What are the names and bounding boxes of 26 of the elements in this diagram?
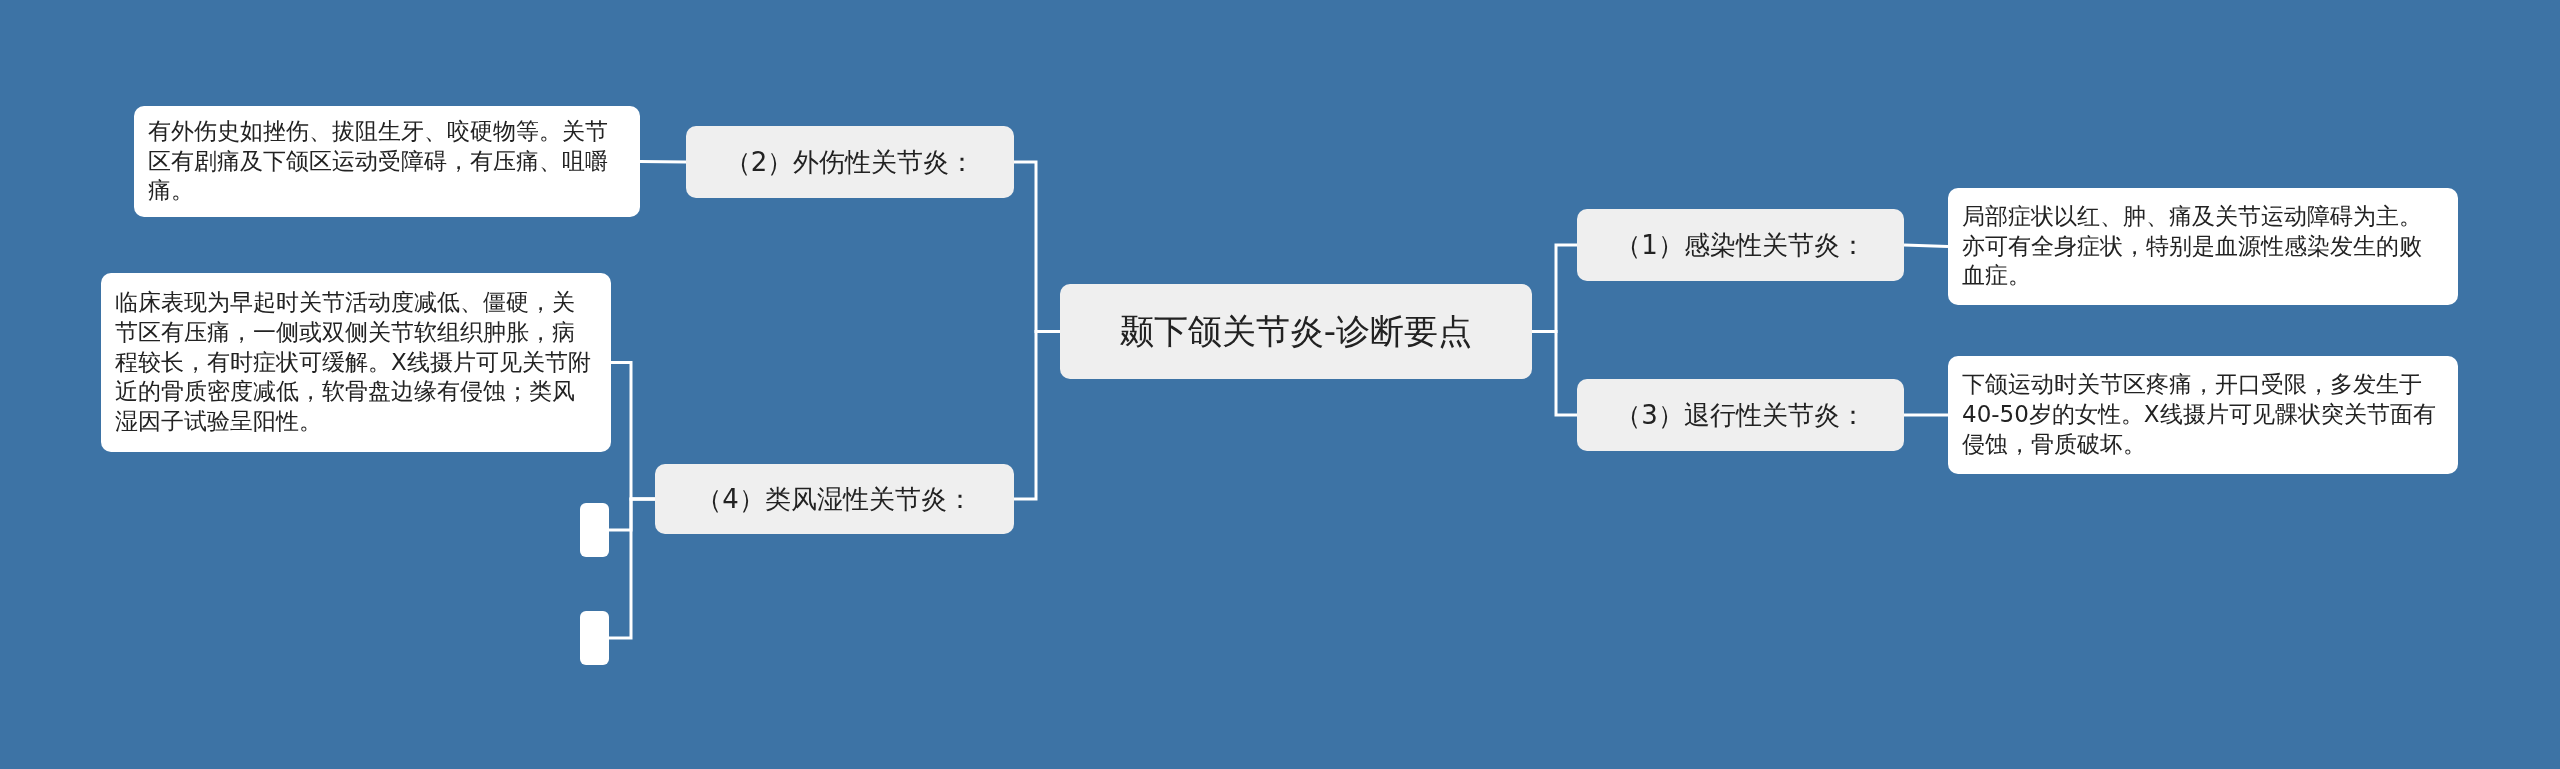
note-text: 临床表现为早起时关节活动度减低、僵硬，关节区有压痛，一侧或双侧关节软组织肿胀，病程较长，有时症状可缓解。X线摄片可见关节附近的骨质密度减低，软骨盘边缘有侵蚀；类风湿因子试验呈阳性。 <box>115 287 592 437</box>
connector-line <box>1903 243 1949 248</box>
topic-box <box>1577 209 1904 281</box>
note-text: 下颌运动时关节区疼痛，开口受限，多发生于40-50岁的女性。X线摄片可见髁状突关节面有侵蚀，骨质破坏。 <box>1962 370 2437 459</box>
note-card <box>134 106 640 217</box>
central-topic-box <box>1060 284 1532 379</box>
topic-label: （3）退行性关节炎： <box>1615 398 1866 432</box>
connector-line <box>609 497 655 640</box>
topic-label: （2）外伤性关节炎： <box>724 145 976 179</box>
note-text: 局部症状以红、肿、痛及关节运动障碍为主。亦可有全身症状，特别是血源性感染发生的败血症。 <box>1962 201 2423 291</box>
note-text: 有外伤史如挫伤、拔阻生牙、咬硬物等。关节区有剧痛及下颌区运动受障碍，有压痛、咀嚼痛。 <box>148 116 609 206</box>
note-card <box>101 273 611 452</box>
note-card <box>1948 356 2458 474</box>
connector-line <box>640 160 686 164</box>
topic-box <box>1577 379 1904 451</box>
connector-line <box>1014 330 1060 501</box>
topic-label: （1）感染性关节炎： <box>1615 228 1866 262</box>
connector-line <box>1532 330 1577 417</box>
topic-title: 颞下颌关节炎-诊断要点 <box>1119 309 1473 353</box>
topic-box <box>655 464 1014 534</box>
empty-box <box>580 503 609 557</box>
connector-line <box>1904 413 1948 417</box>
topic-label: （4）类风湿性关节炎： <box>696 482 973 516</box>
note-card <box>1948 188 2458 305</box>
topic-box <box>686 126 1014 198</box>
empty-box <box>580 611 609 665</box>
